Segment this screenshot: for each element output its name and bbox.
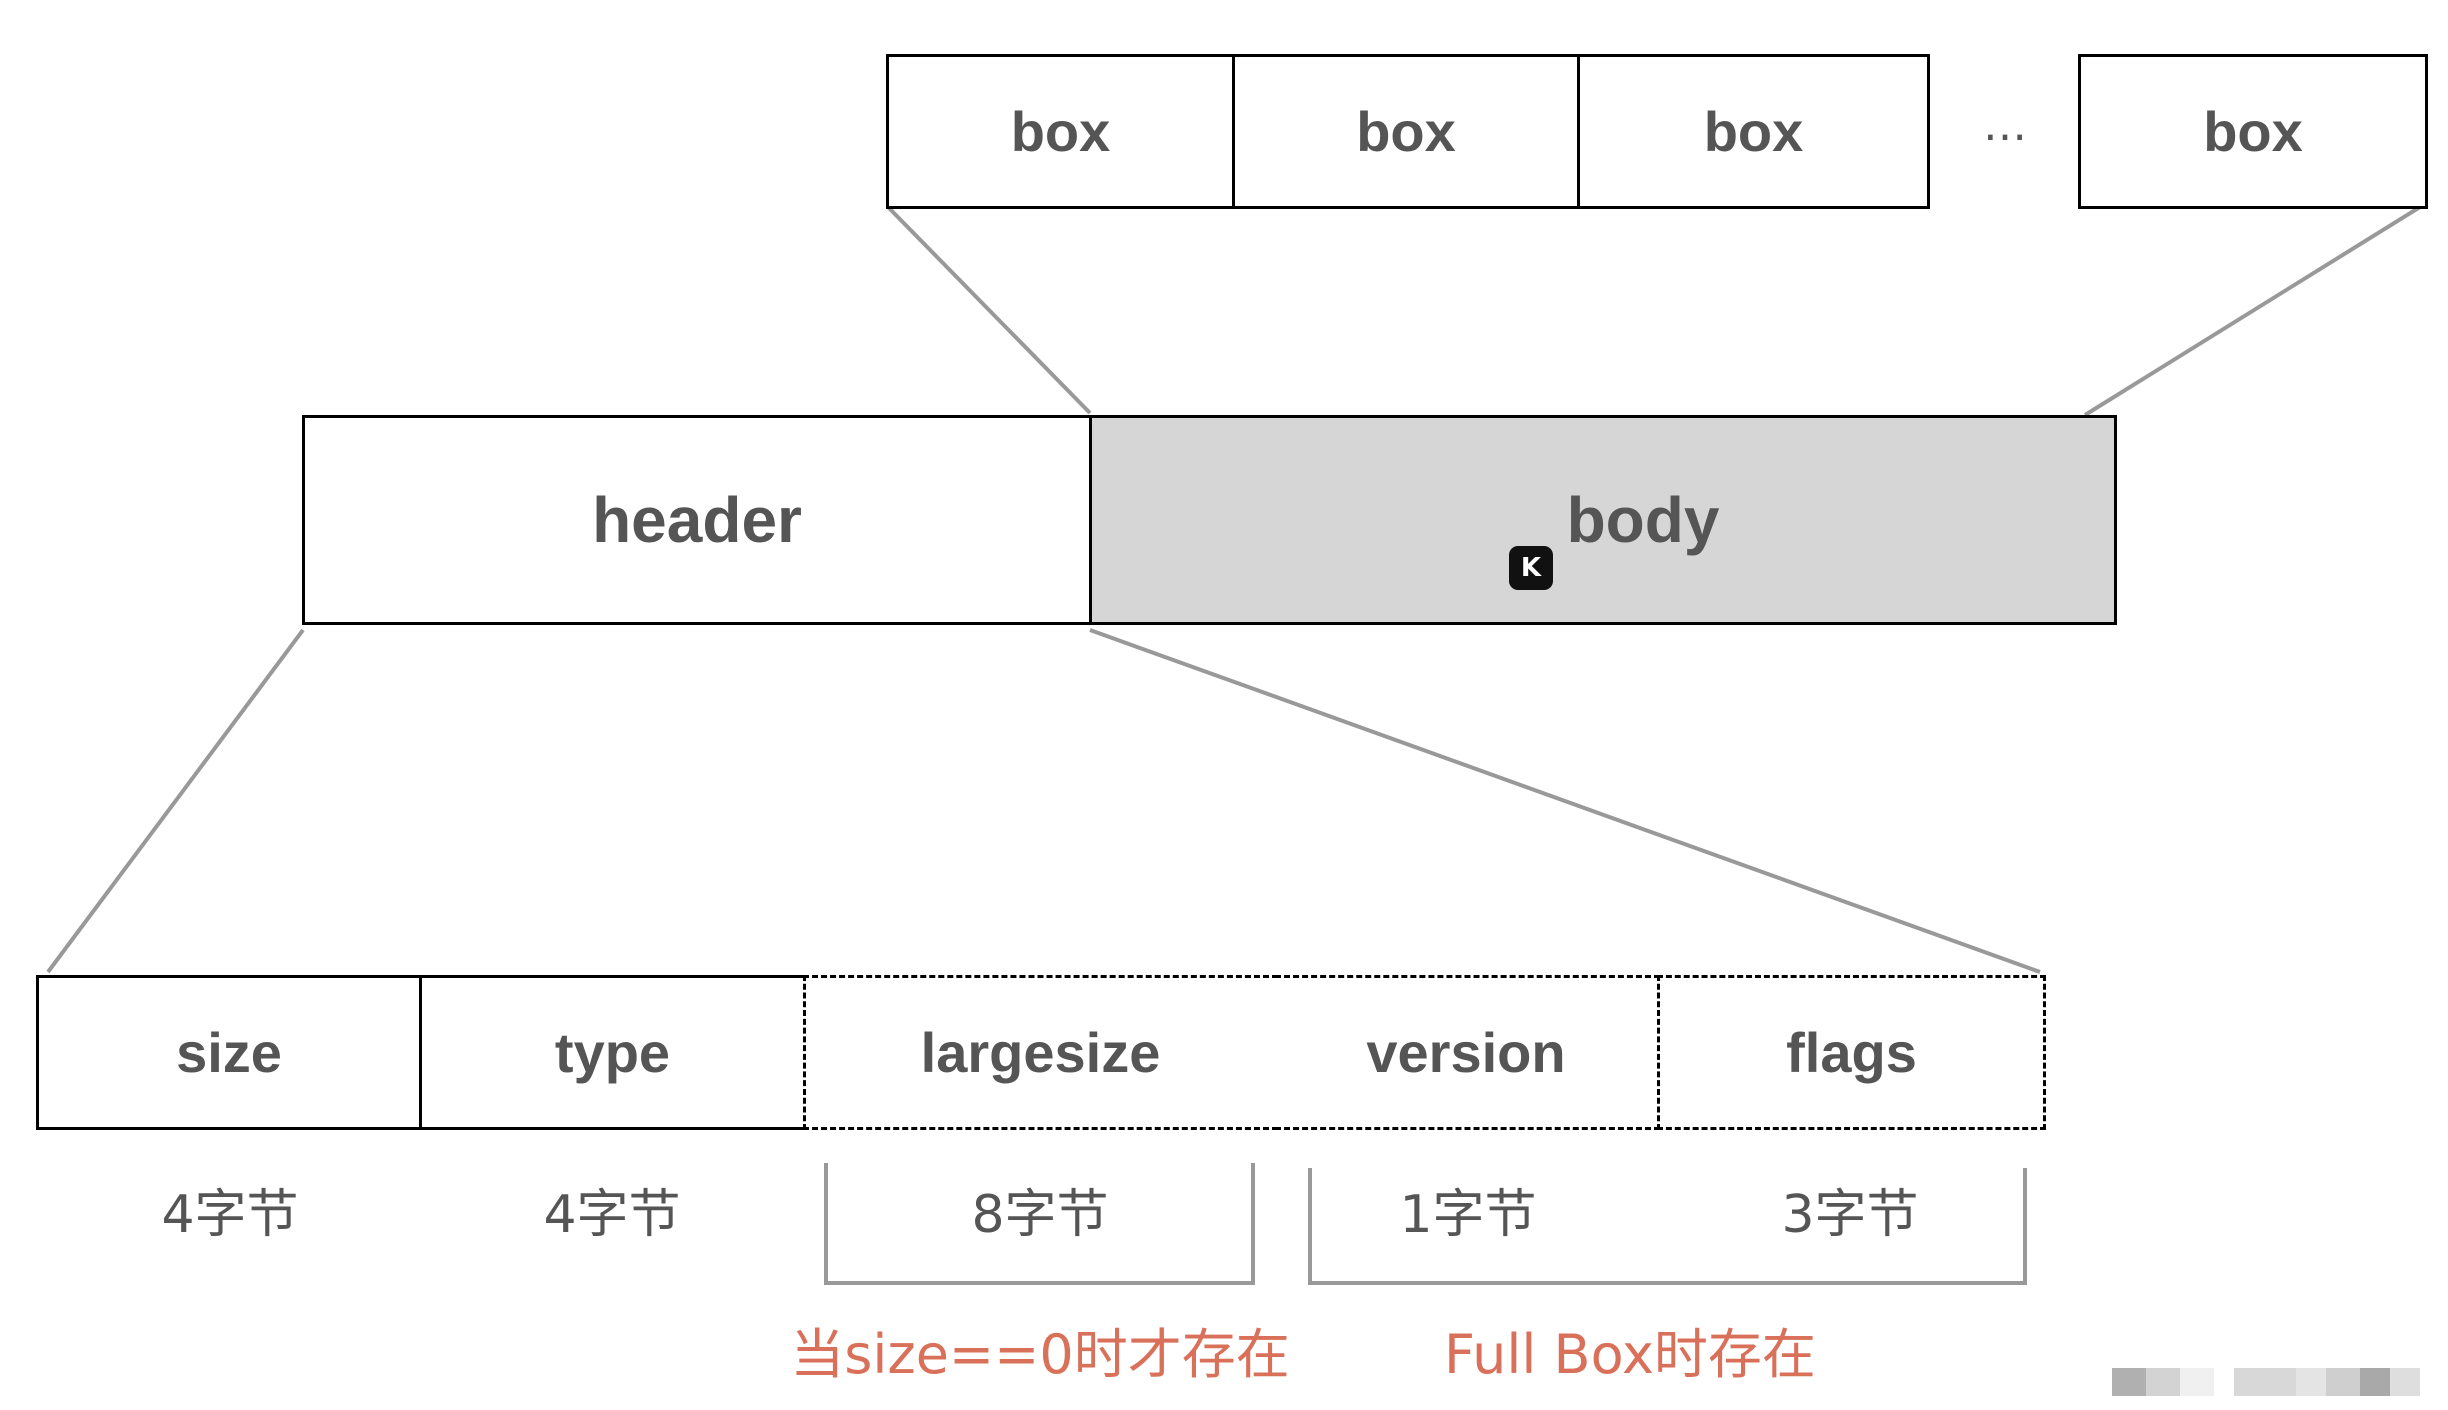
field-version: version: [1275, 975, 1660, 1130]
fullbox-note: Full Box时存在: [1444, 1323, 1816, 1386]
top-box-last: box: [2078, 54, 2428, 209]
field-size: size: [36, 975, 422, 1130]
field-largesize: largesize: [803, 975, 1278, 1130]
header-box: header: [302, 415, 1092, 625]
field-type: type: [419, 975, 806, 1130]
top-box-1: box: [886, 54, 1235, 209]
top-box-label: box: [1703, 100, 1804, 163]
connector-bottom-right: [1089, 628, 2041, 974]
top-box-2: box: [1232, 54, 1580, 209]
byte-label-flags: 3字节: [1781, 1185, 1919, 1245]
field-label: flags: [1786, 1021, 1917, 1084]
connector-top-left: [886, 205, 1092, 415]
top-box-label: box: [2203, 100, 2303, 163]
body-box: body: [1089, 415, 2117, 625]
field-label: largesize: [920, 1021, 1161, 1084]
watermark: [2112, 1368, 2432, 1398]
ellipsis: …: [1983, 100, 2027, 151]
byte-label-version: 1字节: [1399, 1185, 1537, 1245]
top-box-label: box: [1356, 100, 1456, 163]
field-flags: flags: [1657, 975, 2046, 1130]
byte-label-type: 4字节: [543, 1185, 681, 1245]
header-label: header: [592, 484, 802, 556]
connector-top-right: [2083, 205, 2422, 417]
connector-bottom-left: [46, 628, 305, 974]
bracket-largesize: [824, 1163, 1255, 1285]
body-label: body: [1566, 484, 1720, 556]
largesize-note: 当size==0时才存在: [790, 1323, 1290, 1386]
app-logo-icon: K: [1509, 546, 1553, 590]
top-box-label: box: [1010, 100, 1111, 163]
bracket-fullbox: [1308, 1168, 2027, 1285]
top-box-3: box: [1577, 54, 1930, 209]
field-label: size: [176, 1021, 282, 1084]
byte-label-size: 4字节: [161, 1185, 299, 1245]
field-label: version: [1366, 1021, 1566, 1084]
field-label: type: [554, 1021, 671, 1084]
byte-label-largesize: 8字节: [971, 1185, 1109, 1245]
